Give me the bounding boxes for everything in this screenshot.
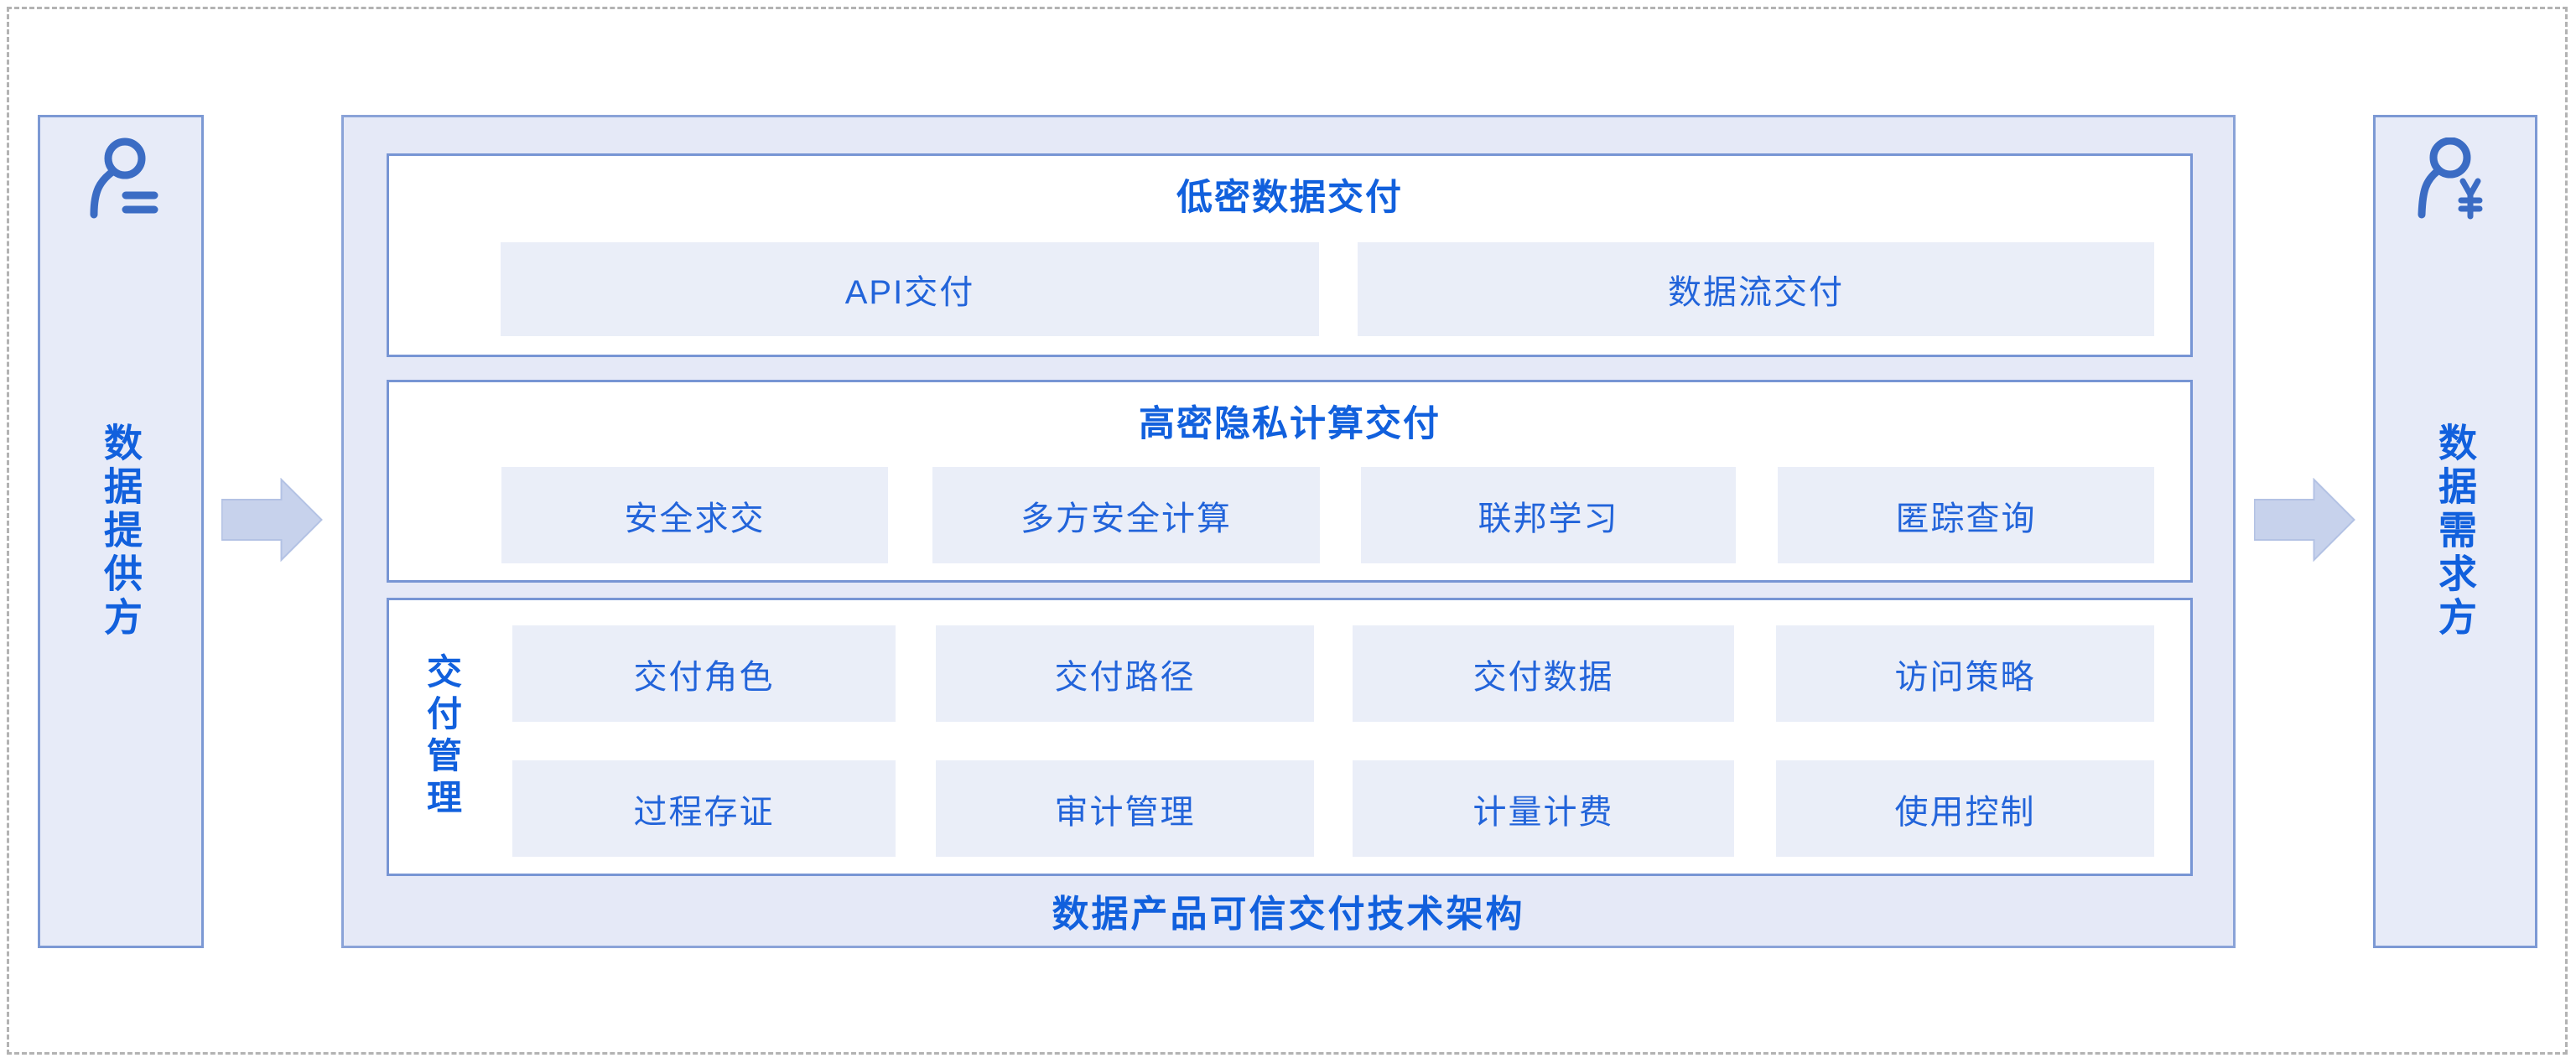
flow-arrow-left (221, 478, 323, 562)
item-delivery-role: 交付角色 (512, 625, 896, 722)
item-private-set-intersection: 安全求交 (501, 467, 888, 563)
item-federated-learning: 联邦学习 (1361, 467, 1736, 563)
layer-low-density-title: 低密数据交付 (1176, 178, 1403, 218)
architecture-footer-title: 数据产品可信交付技术架构 (1052, 893, 1525, 935)
person-yen-icon (2418, 137, 2483, 220)
item-delivery-path: 交付路径 (936, 625, 1314, 722)
item-private-information-retrieval: 匿踪查询 (1778, 467, 2154, 563)
item-delivery-data: 交付数据 (1353, 625, 1734, 722)
outer-dashed-frame (7, 7, 2568, 1055)
data-provider-panel: 数据提供方 (38, 115, 204, 948)
architecture-container: 低密数据交付 API交付 数据流交付 高密隐私计算交付 安全求交 多方安全计算 … (341, 115, 2236, 948)
item-data-stream-delivery: 数据流交付 (1358, 242, 2154, 336)
person-lines-icon (90, 137, 158, 219)
item-secure-multiparty-computation: 多方安全计算 (932, 467, 1320, 563)
data-consumer-label: 数据需求方 (2433, 423, 2477, 640)
layer-low-density-delivery: 低密数据交付 API交付 数据流交付 (387, 153, 2193, 357)
item-process-evidence: 过程存证 (512, 760, 896, 857)
item-usage-control: 使用控制 (1776, 760, 2154, 857)
layer-privacy-computing-title: 高密隐私计算交付 (1139, 404, 1441, 444)
item-access-policy: 访问策略 (1776, 625, 2154, 722)
flow-arrow-right (2254, 478, 2355, 562)
layer-privacy-computing-delivery: 高密隐私计算交付 安全求交 多方安全计算 联邦学习 匿踪查询 (387, 380, 2193, 583)
data-provider-label: 数据提供方 (99, 423, 143, 640)
item-api-delivery: API交付 (501, 242, 1319, 336)
item-audit-management: 审计管理 (936, 760, 1314, 857)
item-metering-billing: 计量计费 (1353, 760, 1734, 857)
data-consumer-panel: 数据需求方 (2373, 115, 2537, 948)
layer-delivery-management: 交付管理 交付角色 交付路径 交付数据 访问策略 过程存证 审计管理 计量计费 … (387, 598, 2193, 876)
delivery-management-label: 交付管理 (422, 653, 462, 821)
delivery-management-label-wrap: 交付管理 (416, 600, 468, 874)
